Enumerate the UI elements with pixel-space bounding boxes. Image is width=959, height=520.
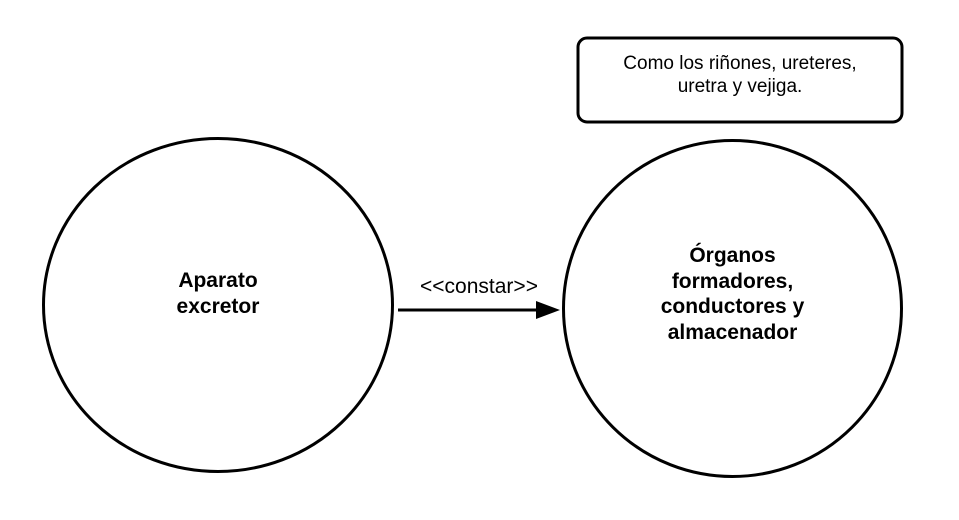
edge-constar-label: <<constar>> (420, 275, 538, 298)
node-aparato-excretor-label: Aparato excretor (176, 269, 260, 318)
note-text: Como los riñones, ureteres, uretra y vej… (623, 53, 857, 98)
node-organos-circle[interactable] (562, 139, 903, 478)
edge-constar-arrowhead-icon (536, 301, 560, 319)
node-aparato-excretor-circle[interactable] (42, 137, 394, 473)
node-organos-label: Órganos formadores, conductores y almace… (660, 244, 805, 344)
note-box[interactable] (576, 36, 904, 124)
